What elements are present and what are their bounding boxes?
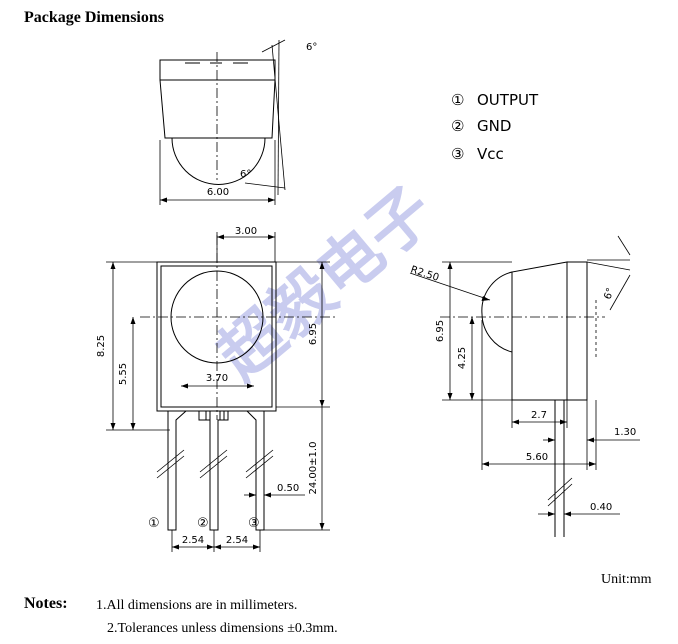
dim-side-lead-offset: 1.30 — [614, 427, 636, 438]
dim-lens-width: 3.00 — [235, 226, 257, 237]
front-pin-1-marker: ① — [148, 516, 160, 531]
dim-body-height: 8.25 — [96, 335, 107, 357]
side-view: R2.50 6° 6.95 4.25 2.7 1.30 5.60 — [409, 235, 640, 537]
front-pin-3-marker: ③ — [248, 516, 260, 531]
dim-top-angle-upper: 6° — [306, 42, 317, 53]
dim-side-angle: 6° — [602, 287, 616, 301]
watermark-text: 超毅电子 — [205, 173, 449, 394]
dim-pin-span: 3.70 — [206, 373, 228, 384]
dim-top-angle-lower: 6° — [240, 169, 251, 180]
dim-lens-center: 5.55 — [118, 363, 129, 385]
dim-side-center: 4.25 — [457, 347, 468, 369]
dim-side-depth: 2.7 — [531, 410, 547, 421]
dim-radius: R2.50 — [409, 264, 440, 283]
pin-3-number: ③ — [451, 145, 464, 163]
dim-pitch-a: 2.54 — [182, 535, 204, 546]
dim-top-width: 6.00 — [207, 187, 229, 198]
page-title: Package Dimensions — [24, 9, 164, 26]
dim-side-height: 6.95 — [435, 320, 446, 342]
front-view: 3.00 8.25 5.55 6.95 3.70 ① — [96, 226, 335, 552]
dim-body-inner-height: 6.95 — [308, 323, 319, 345]
pin-2-label: GND — [477, 117, 511, 135]
unit-label: Unit:mm — [601, 572, 652, 587]
dim-lead-width: 0.50 — [277, 483, 299, 494]
pin-1-label: OUTPUT — [477, 91, 539, 109]
dim-side-lead-thickness: 0.40 — [590, 502, 612, 513]
pin-legend: ① OUTPUT ② GND ③ Vcc — [451, 91, 539, 163]
dim-side-total: 5.60 — [526, 452, 548, 463]
pin-2-number: ② — [451, 117, 464, 135]
notes-label: Notes: — [24, 595, 68, 612]
note-item: 1.All dimensions are in millimeters. — [96, 598, 298, 613]
note-item: 2.Tolerances unless dimensions ±0.3mm. — [107, 621, 338, 636]
pin-3-label: Vcc — [477, 145, 504, 163]
front-pin-2-marker: ② — [197, 516, 209, 531]
top-view: 6.00 6° 6° — [159, 39, 317, 205]
dim-pitch-b: 2.54 — [226, 535, 248, 546]
dim-lead-length: 24.00±1.0 — [308, 442, 319, 495]
pin-1-number: ① — [451, 91, 464, 109]
